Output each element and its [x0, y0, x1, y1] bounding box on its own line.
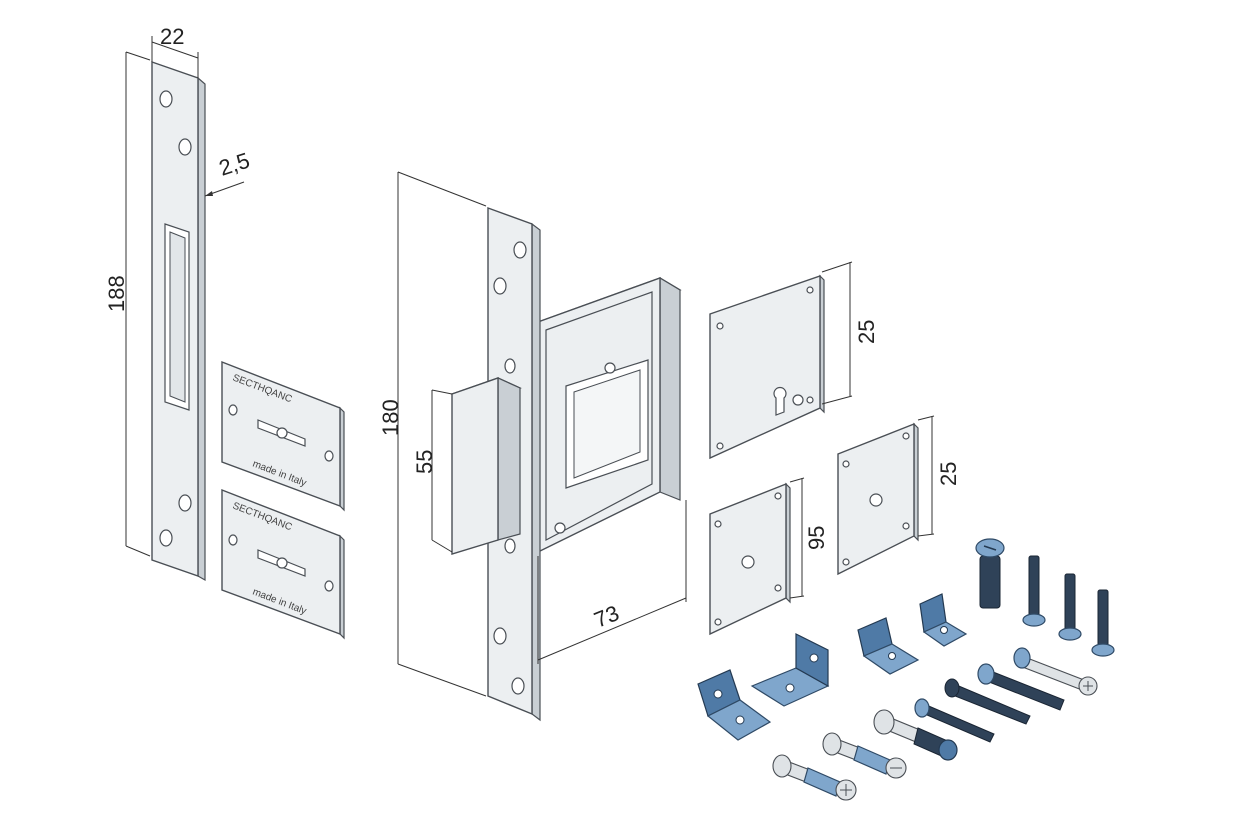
bolt-height-label: 55	[412, 450, 437, 474]
strike-width-label: 22	[160, 24, 184, 49]
bolt-height-dimension: 55	[412, 389, 453, 553]
machine-screw-1	[1022, 555, 1046, 627]
escutcheon-large-label: 25	[854, 320, 879, 344]
escutcheon-small-a	[709, 482, 791, 636]
machine-screw-2	[1058, 573, 1082, 641]
escutcheon-small-a-label: 95	[804, 526, 829, 550]
escutcheon-small-b-dimension: 25	[917, 415, 961, 537]
strike-height-dimension: 188	[104, 51, 151, 557]
lock-height-label: 180	[378, 399, 403, 436]
machine-screw-3	[1091, 589, 1115, 657]
cylinder-plate-lower: SECTHQANC made in Italy	[221, 488, 345, 640]
strike-width-dimension: 22	[151, 24, 199, 78]
strike-height-label: 188	[104, 275, 129, 312]
cylinder-plate-upper: SECTHQANC made in Italy	[221, 360, 345, 512]
lock-case	[536, 276, 682, 554]
angle-bracket-1	[697, 669, 772, 741]
long-bolt-4	[914, 698, 995, 743]
long-bolt-3	[944, 678, 1031, 725]
strike-plate	[151, 61, 206, 582]
lock-height-dimension: 180	[378, 171, 487, 697]
long-bolt-2	[977, 663, 1065, 711]
escutcheon-large	[709, 274, 825, 460]
long-bolt-1	[1013, 647, 1098, 696]
angle-bracket-2	[750, 633, 830, 707]
sleeve-bolt-1	[873, 709, 958, 761]
angle-bracket-4	[919, 593, 968, 647]
strike-thickness-dimension: 2,5	[204, 148, 253, 197]
sleeve-bolt-2	[822, 732, 907, 779]
escutcheon-large-dimension: 25	[821, 261, 879, 405]
escutcheon-small-b	[837, 422, 919, 576]
escutcheon-small-a-dimension: 95	[789, 477, 829, 599]
escutcheon-small-b-label: 25	[936, 462, 961, 486]
cap-screw-large	[975, 538, 1005, 609]
deadbolt	[450, 377, 522, 555]
strike-thickness-label: 2,5	[216, 148, 253, 181]
angle-bracket-3	[857, 617, 920, 675]
sleeve-bolt-3	[772, 754, 857, 801]
lock-depth-label: 73	[591, 600, 623, 632]
